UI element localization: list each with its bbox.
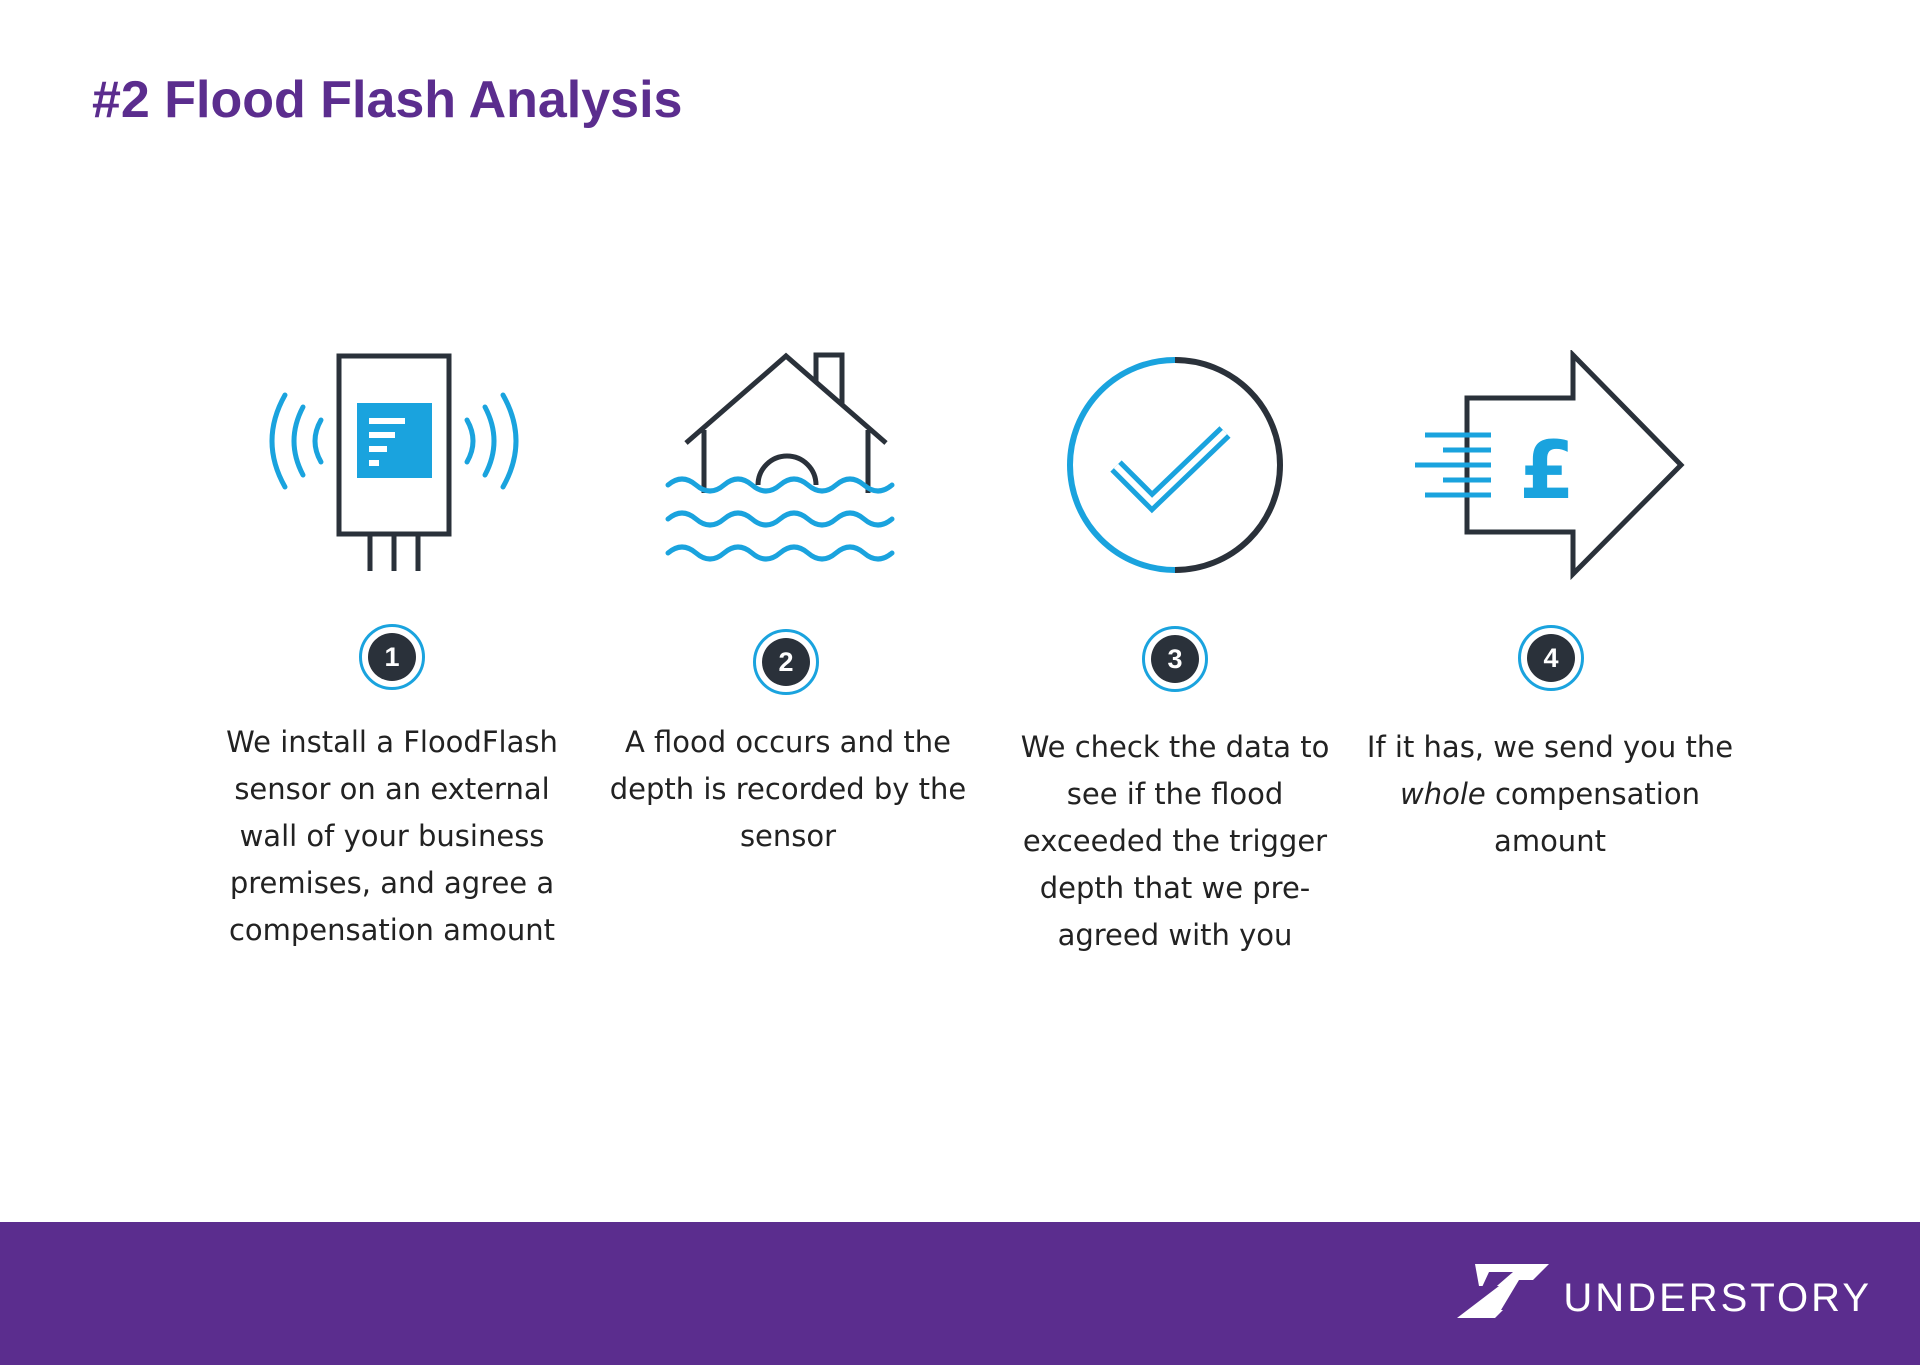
- step-number-3: 3: [1142, 626, 1208, 692]
- pound-arrow-icon: £: [1415, 350, 1685, 580]
- step-description-3: We check the data to see if the flood ex…: [1020, 730, 1330, 952]
- understory-logo-icon: [1457, 1264, 1550, 1318]
- flooded-house-icon: [665, 352, 895, 562]
- step-description-1: We install a FloodFlash sensor on an ext…: [226, 725, 558, 947]
- steps-section: £ 1 2 3 4 We install a FloodFlash sensor…: [226, 350, 1735, 952]
- step-description-4-emphasis: whole: [1400, 777, 1486, 811]
- sensor-icon: [269, 353, 519, 571]
- check-circle-icon: [1067, 357, 1283, 573]
- brand-name: UNDERSTORY: [1563, 1276, 1872, 1320]
- svg-text:£: £: [1519, 424, 1575, 517]
- step-description-2: A flood occurs and the depth is recorded…: [609, 725, 967, 853]
- step-description-4-start: If it has, we send you the: [1366, 730, 1734, 764]
- brand: UNDERSTORY: [1455, 1262, 1872, 1320]
- step-description-4: If it has, we send you the whole compens…: [1365, 724, 1735, 865]
- page-title: #2 Flood Flash Analysis: [92, 71, 683, 129]
- step-number-1: 1: [359, 624, 425, 690]
- step-description-4-end: compensation amount: [1485, 777, 1700, 858]
- footer-bar: UNDERSTORY: [0, 1222, 1920, 1365]
- step-number-4: 4: [1518, 625, 1584, 691]
- step-number-2: 2: [753, 629, 819, 695]
